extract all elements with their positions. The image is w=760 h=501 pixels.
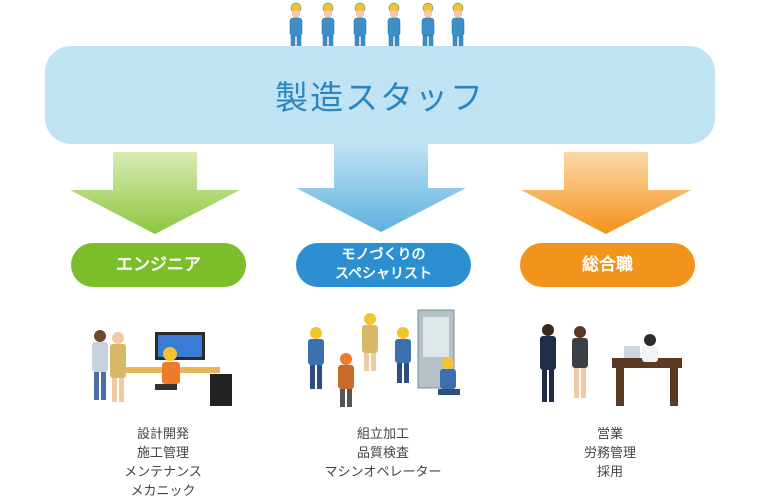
category-label: エンジニア [116,254,201,275]
category-label-line2: スペシャリスト [334,266,433,282]
engineer-illustration-icon [92,330,232,406]
role-item: マシンオペレーター [324,465,442,480]
role-item: 採用 [596,465,623,480]
blue-arrow-icon [296,144,466,232]
role-item: 労務管理 [583,446,636,461]
specialist-illustration-icon [308,309,460,407]
role-item: 営業 [596,427,623,442]
category-pill-engineer: エンジニア [71,243,246,287]
roles-list-general: 営業 労務管理 採用 [500,425,720,482]
role-item: 設計開発 [136,427,189,442]
category-label-line1: モノづくりの [341,247,426,263]
office-staff-illustration-icon [540,324,682,406]
roles-list-specialist: 組立加工 品質検査 マシンオペレーター [273,425,493,482]
role-item: メカニック [130,484,196,499]
category-pill-specialist: モノづくりの スペシャリスト [296,243,471,287]
banner-title: 製造スタッフ [275,78,485,117]
category-pill-general: 総合職 [520,243,695,287]
category-label: 総合職 [582,254,633,275]
role-item: 施工管理 [136,446,189,461]
role-item: 組立加工 [356,427,409,442]
main-banner [45,46,715,144]
green-arrow-icon [70,152,240,234]
role-item: メンテナンス [124,465,202,480]
roles-list-engineer: 設計開発 施工管理 メンテナンス メカニック [53,425,273,501]
role-item: 品質検査 [356,446,409,461]
orange-arrow-icon [521,152,691,234]
